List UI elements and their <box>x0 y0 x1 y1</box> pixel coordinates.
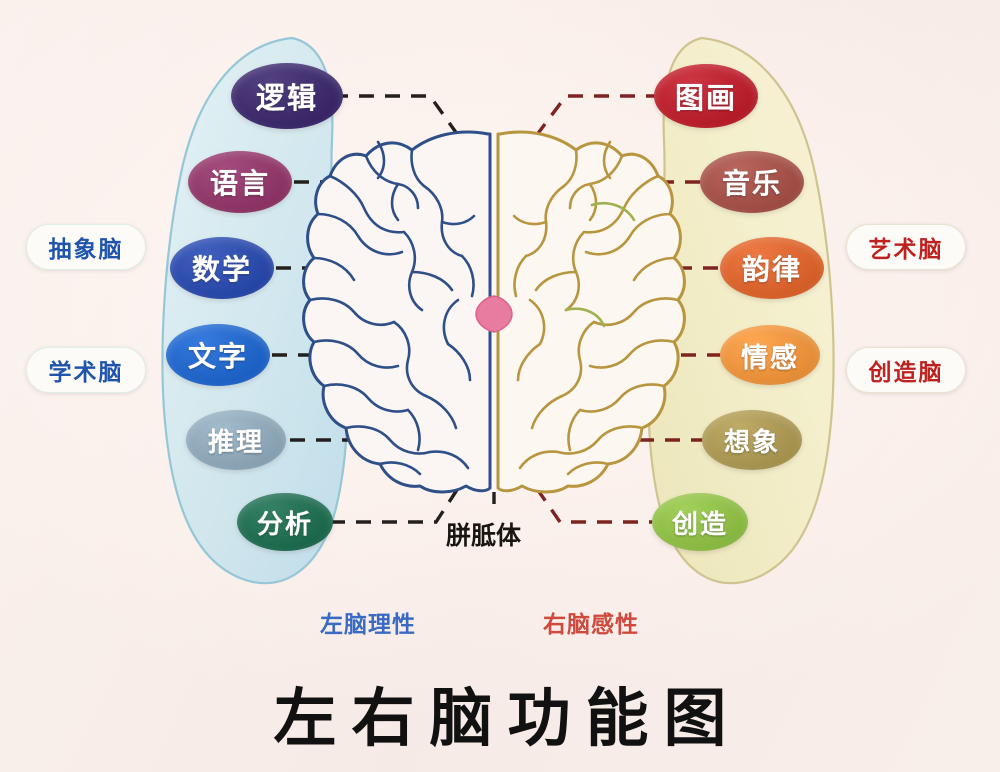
side-label-abstract-brain[interactable]: 抽象脑 <box>26 224 146 270</box>
corpus-callosum-label: 胼胝体 <box>446 522 522 550</box>
function-chip-math[interactable]: 数学 <box>170 237 274 299</box>
left-brain-caption: 左脑理性 <box>320 611 416 637</box>
function-chip-imagination[interactable]: 想象 <box>702 410 802 470</box>
right-hemisphere-gyri <box>512 140 680 476</box>
side-label-creative-brain[interactable]: 创造脑 <box>846 347 966 393</box>
side-label-academic-brain[interactable]: 学术脑 <box>26 347 146 393</box>
function-chip-analysis[interactable]: 分析 <box>237 493 333 551</box>
function-chip-rhythm[interactable]: 韵律 <box>720 237 824 299</box>
left-hemisphere-gyri <box>308 140 476 476</box>
right-brain-caption: 右脑感性 <box>543 611 639 637</box>
side-label-art-brain[interactable]: 艺术脑 <box>846 224 966 270</box>
function-chip-emotion[interactable]: 情感 <box>720 325 820 385</box>
corpus-callosum-marker <box>475 295 513 333</box>
page-title: 左右脑功能图 <box>273 684 742 754</box>
function-chip-words[interactable]: 文字 <box>166 324 270 386</box>
function-chip-logic[interactable]: 逻辑 <box>231 63 343 129</box>
function-chip-creation[interactable]: 创造 <box>652 493 748 551</box>
function-chip-language[interactable]: 语言 <box>188 151 292 213</box>
function-chip-picture[interactable]: 图画 <box>654 64 758 128</box>
function-chip-music[interactable]: 音乐 <box>700 151 804 213</box>
function-chip-reasoning[interactable]: 推理 <box>186 410 286 470</box>
